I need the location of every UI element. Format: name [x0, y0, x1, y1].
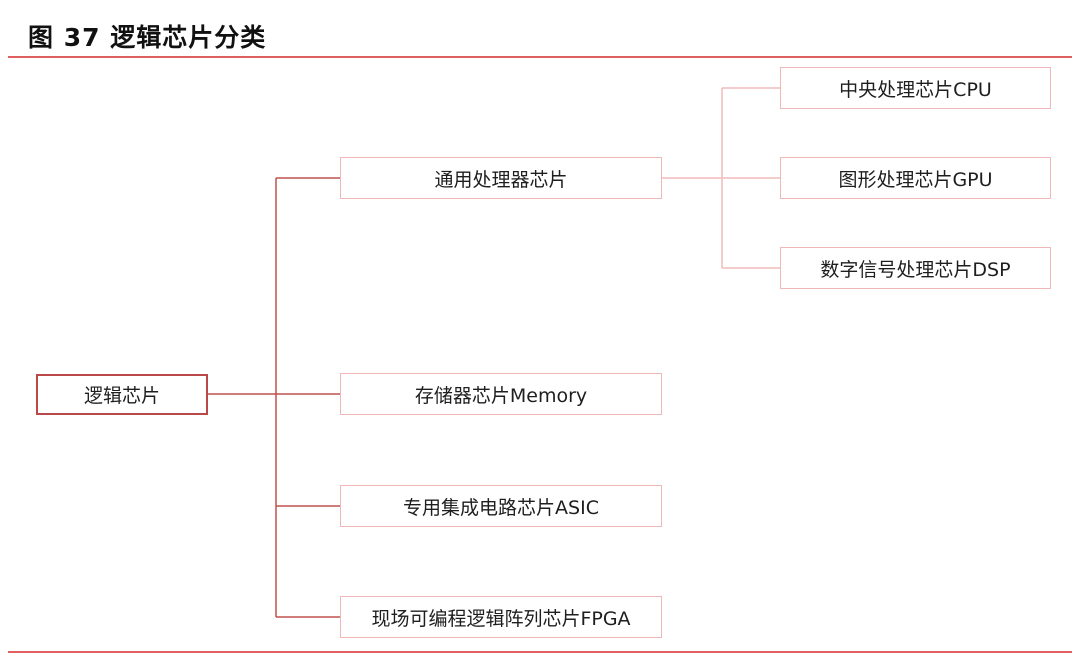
- node-gpu-chip: 图形处理芯片GPU: [780, 157, 1051, 199]
- node-fpga-chip: 现场可编程逻辑阵列芯片FPGA: [340, 596, 662, 638]
- bottom-rule: [8, 651, 1072, 653]
- node-memory-chip: 存储器芯片Memory: [340, 373, 662, 415]
- node-asic-chip: 专用集成电路芯片ASIC: [340, 485, 662, 527]
- title-underline: [8, 56, 1072, 58]
- node-dsp-chip: 数字信号处理芯片DSP: [780, 247, 1051, 289]
- node-cpu-chip: 中央处理芯片CPU: [780, 67, 1051, 109]
- node-logic-chip: 逻辑芯片: [36, 374, 208, 415]
- node-general-processor-chip: 通用处理器芯片: [340, 157, 662, 199]
- figure-title: 图 37 逻辑芯片分类: [28, 23, 267, 52]
